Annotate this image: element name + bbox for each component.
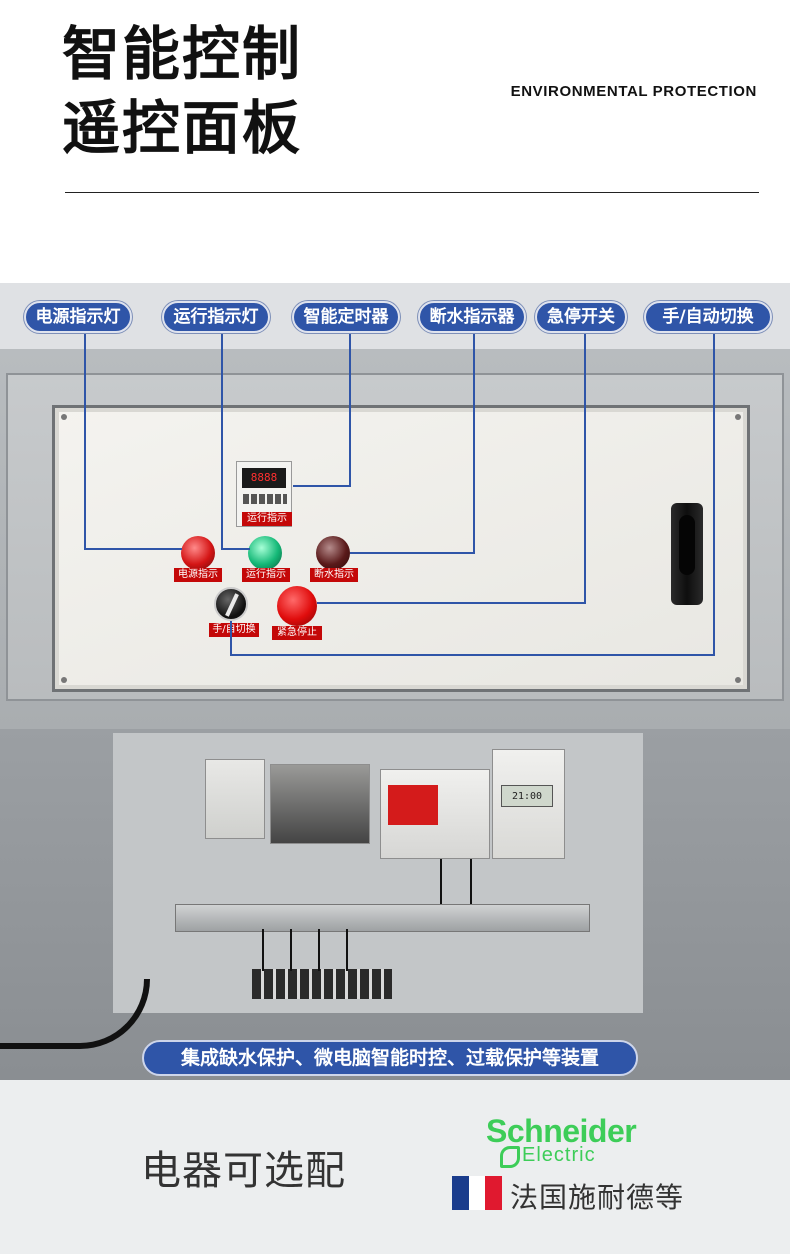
screw: [735, 414, 741, 420]
brand-logo-name: Schneider: [486, 1113, 637, 1149]
screw: [61, 677, 67, 683]
page-subtitle: ENVIRONMENTAL PROTECTION: [510, 83, 757, 100]
leader-water: [350, 333, 475, 554]
switch-label-plate: 手/自切换: [209, 623, 259, 637]
timer-label-plate: 运行指示: [242, 512, 292, 526]
feature-banner: 集成缺水保护、微电脑智能时控、过载保护等装置: [142, 1040, 638, 1076]
flag-stripe-blue: [452, 1176, 469, 1210]
callout-manual-auto-switch: 手/自动切换: [644, 301, 772, 333]
flag-stripe-red: [485, 1176, 502, 1210]
wire: [470, 859, 472, 904]
footer: 电器可选配 Schneider Electric 法国施耐德等: [0, 1080, 790, 1254]
terminal-block: [252, 969, 392, 999]
leader-run: [221, 333, 250, 550]
door-handle: [671, 503, 703, 605]
power-label-plate: 电源指示: [174, 568, 222, 582]
cabinet-frame: [0, 349, 790, 729]
leader-power: [84, 333, 182, 550]
wire: [440, 859, 442, 904]
manual-auto-switch-knob: [214, 587, 248, 621]
screw: [61, 414, 67, 420]
callout-emergency-stop: 急停开关: [535, 301, 627, 333]
control-panel-photo: 8888 运行指示 电源指示 运行指示 断水指示 手/自切换 紧急停止 21:0…: [0, 283, 790, 1080]
leader-switch: [230, 333, 715, 656]
france-flag-icon: [452, 1176, 502, 1210]
callout-smart-timer: 智能定时器: [292, 301, 400, 333]
wire: [290, 929, 292, 971]
cabinet-interior: 21:00: [0, 729, 790, 1080]
header: 智能控制 遥控面板 ENVIRONMENTAL PROTECTION: [0, 0, 790, 283]
page-title-line-1: 智能控制: [62, 20, 303, 88]
run-label-plate: 运行指示: [242, 568, 290, 582]
breaker-red-block: [388, 785, 438, 825]
timer-display: 8888: [242, 468, 286, 488]
relay-module: [205, 759, 265, 839]
wire: [346, 929, 348, 971]
callout-leader-lines: [84, 333, 715, 656]
din-time-switch: 21:00: [492, 749, 565, 859]
flag-stripe-white: [468, 1176, 486, 1210]
callout-run-indicator: 运行指示灯: [162, 301, 270, 333]
run-indicator-lamp: [248, 536, 282, 570]
leader-timer: [293, 333, 351, 487]
header-divider: [65, 192, 759, 193]
power-indicator-lamp: [181, 536, 215, 570]
wiring-duct: [175, 904, 590, 932]
page-title-line-2: 遥控面板: [62, 94, 303, 162]
din-timer-display: 21:00: [501, 785, 553, 807]
wire: [262, 929, 264, 971]
wire: [318, 929, 320, 971]
water-label-plate: 断水指示: [310, 568, 358, 582]
screw: [735, 677, 741, 683]
contactor-group: [270, 764, 370, 844]
leader-estop: [317, 333, 586, 604]
water-cutoff-indicator-lamp: [316, 536, 350, 570]
brand-logo-icon: [500, 1146, 520, 1168]
makers-text: 法国施耐德等: [510, 1181, 685, 1214]
callout-power-indicator: 电源指示灯: [24, 301, 132, 333]
estop-label-plate: 紧急停止: [272, 626, 322, 640]
options-text: 电器可选配: [141, 1148, 346, 1194]
cabinet-rim: [6, 373, 784, 701]
emergency-stop-button: [277, 586, 317, 626]
callout-water-cutoff: 断水指示器: [418, 301, 526, 333]
brand-logo-sub: Electric: [522, 1144, 596, 1166]
timer-keys: [243, 494, 287, 504]
